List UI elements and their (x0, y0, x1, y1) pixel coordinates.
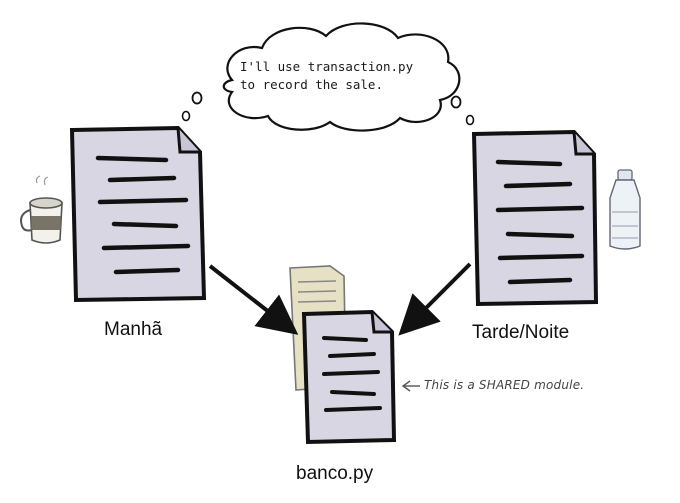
water-bottle-icon (609, 169, 641, 250)
thought-line-1: I'll use transaction.py (240, 59, 414, 74)
evening-label: Tarde/Noite (472, 322, 570, 343)
thought-dot (450, 95, 462, 109)
morning-label: Manhã (104, 319, 163, 340)
thought-dot (465, 114, 475, 126)
thought-dot (191, 91, 203, 105)
morning-to-shared-arrow (208, 264, 299, 335)
coffee-mug-icon (20, 175, 63, 244)
shared-module-label: banco.py (296, 463, 374, 484)
thought-line-2: to record the sale. (240, 77, 383, 92)
thought-bubble (181, 22, 475, 132)
thought-bubble-text: I'll use transaction.py to record the sa… (240, 58, 440, 94)
annotation-arrow (401, 380, 420, 392)
shared-module-annotation: This is a SHARED module. (424, 378, 585, 392)
thought-dot (181, 110, 191, 122)
shared-module-document-icon (301, 309, 397, 445)
evening-to-shared-arrow (398, 262, 472, 336)
morning-document-icon (69, 125, 207, 303)
evening-document-icon (471, 129, 599, 307)
